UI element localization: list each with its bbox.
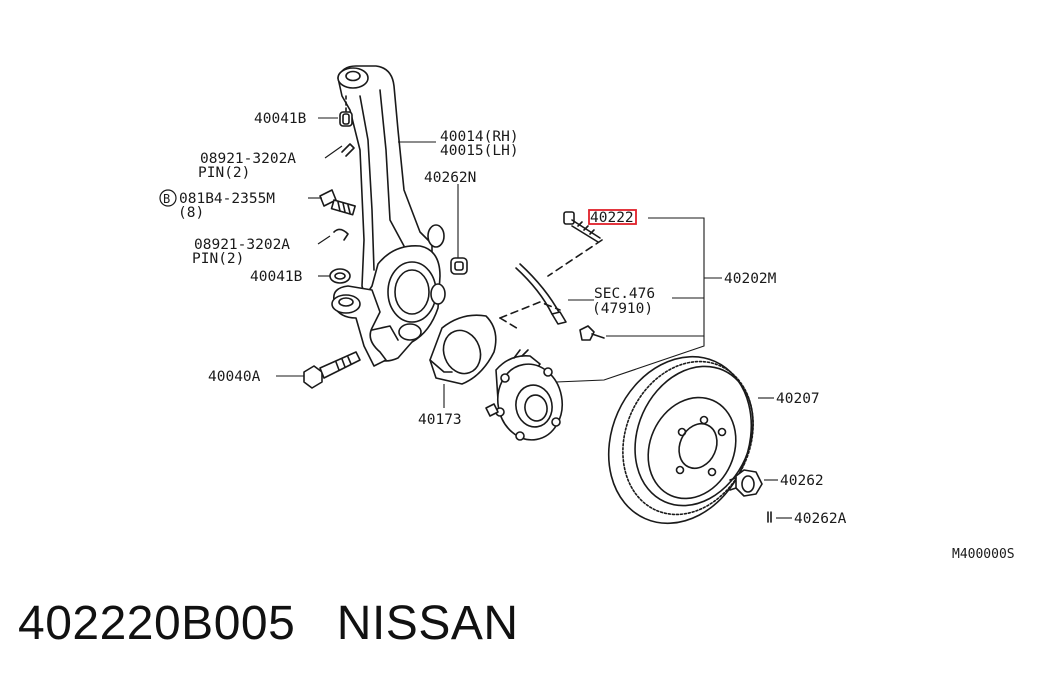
label-sec-476[interactable]: SEC.476 xyxy=(594,286,655,302)
bolt-081b4 xyxy=(319,189,356,216)
bolt-mark-icon: B xyxy=(159,189,177,207)
wheel-hub-assembly xyxy=(485,349,563,441)
label-40262n[interactable]: 40262N xyxy=(424,170,476,186)
caption-brand: NISSAN xyxy=(336,597,519,650)
sensor-bolt xyxy=(579,325,605,341)
bolt-mark-letter: B xyxy=(163,192,170,206)
highlight-box-40222 xyxy=(588,209,637,225)
label-pin-bottom-number[interactable]: 08921-3202A xyxy=(194,237,290,253)
cotter-pin-40262a xyxy=(767,511,772,523)
caption-part-number: 402220B005 xyxy=(18,597,296,650)
label-40041b-top[interactable]: 40041B xyxy=(254,111,307,127)
label-40207[interactable]: 40207 xyxy=(776,391,820,407)
label-40202m[interactable]: 40202M xyxy=(724,271,777,287)
label-40041b-bottom[interactable]: 40041B xyxy=(250,269,303,285)
washer-40041b-bottom xyxy=(329,268,351,284)
steering-knuckle-drawing xyxy=(331,65,446,367)
hub-bolt-40222 xyxy=(563,211,601,243)
label-40014[interactable]: 40014(RH) xyxy=(440,129,519,145)
bolt-40040a xyxy=(303,351,361,389)
part-labels: 40041B 40014(RH) 40015(LH) 08921-3202A P… xyxy=(159,111,1015,562)
label-40222[interactable]: 40222 xyxy=(590,210,634,226)
label-bolt-081b4[interactable]: 081B4-2355M xyxy=(179,191,275,207)
label-40262a[interactable]: 40262A xyxy=(794,511,847,527)
washer-40041b-top xyxy=(339,95,353,127)
diagram-code: M400000S xyxy=(952,547,1015,562)
leader-lines xyxy=(276,117,792,519)
part-caption: 402220B005 NISSAN xyxy=(18,596,519,651)
cotter-pin-bottom xyxy=(333,228,349,241)
backing-plate-40173 xyxy=(429,314,497,385)
label-40040a[interactable]: 40040A xyxy=(208,369,261,385)
label-sec-47910: (47910) xyxy=(592,301,653,317)
label-pin-top-qty: PIN(2) xyxy=(198,165,250,181)
label-pin-top-number[interactable]: 08921-3202A xyxy=(200,151,296,167)
nut-40262n xyxy=(450,257,468,275)
label-40173[interactable]: 40173 xyxy=(418,412,462,428)
abs-sensor-sec476 xyxy=(499,239,603,331)
label-40262[interactable]: 40262 xyxy=(780,473,824,489)
brake-rotor-40207 xyxy=(607,355,754,525)
label-40015[interactable]: 40015(LH) xyxy=(440,143,519,159)
label-bolt-qty: (8) xyxy=(178,205,204,221)
label-pin-bottom-qty: PIN(2) xyxy=(192,251,244,267)
nut-40262 xyxy=(729,469,763,497)
cotter-pin-top xyxy=(341,143,355,157)
